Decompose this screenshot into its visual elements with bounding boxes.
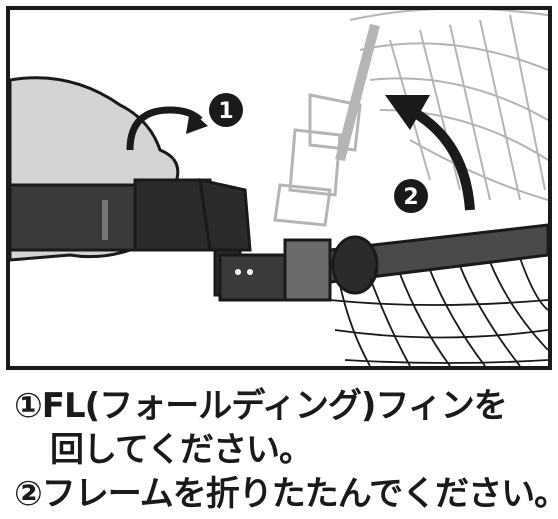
rotate-arrow-icon (126, 106, 208, 151)
illustration-drawing: 1 (10, 10, 548, 366)
net-pole (328, 223, 548, 295)
net-mesh (329, 257, 548, 366)
instruction-text: ①FL(フォールディング)フィンを 回してください。 ②フレームを折りたたんでく… (14, 384, 558, 516)
instruction-illustration: 1 (6, 6, 552, 370)
instruction-line-1: ①FL(フォールディング)フィンを (14, 386, 508, 426)
svg-text:2: 2 (403, 185, 418, 210)
step-2-marker: 2 (394, 179, 428, 213)
svg-text:1: 1 (218, 99, 233, 124)
instruction-line-2: 回してください。 (50, 430, 313, 470)
ghost-net-frame (273, 10, 548, 227)
fl-fin-joint (133, 178, 332, 302)
instruction-line-3: ②フレームを折りたたんでください。 (14, 474, 558, 514)
fold-arrow-icon (385, 95, 475, 211)
step-1-marker: 1 (209, 93, 243, 127)
